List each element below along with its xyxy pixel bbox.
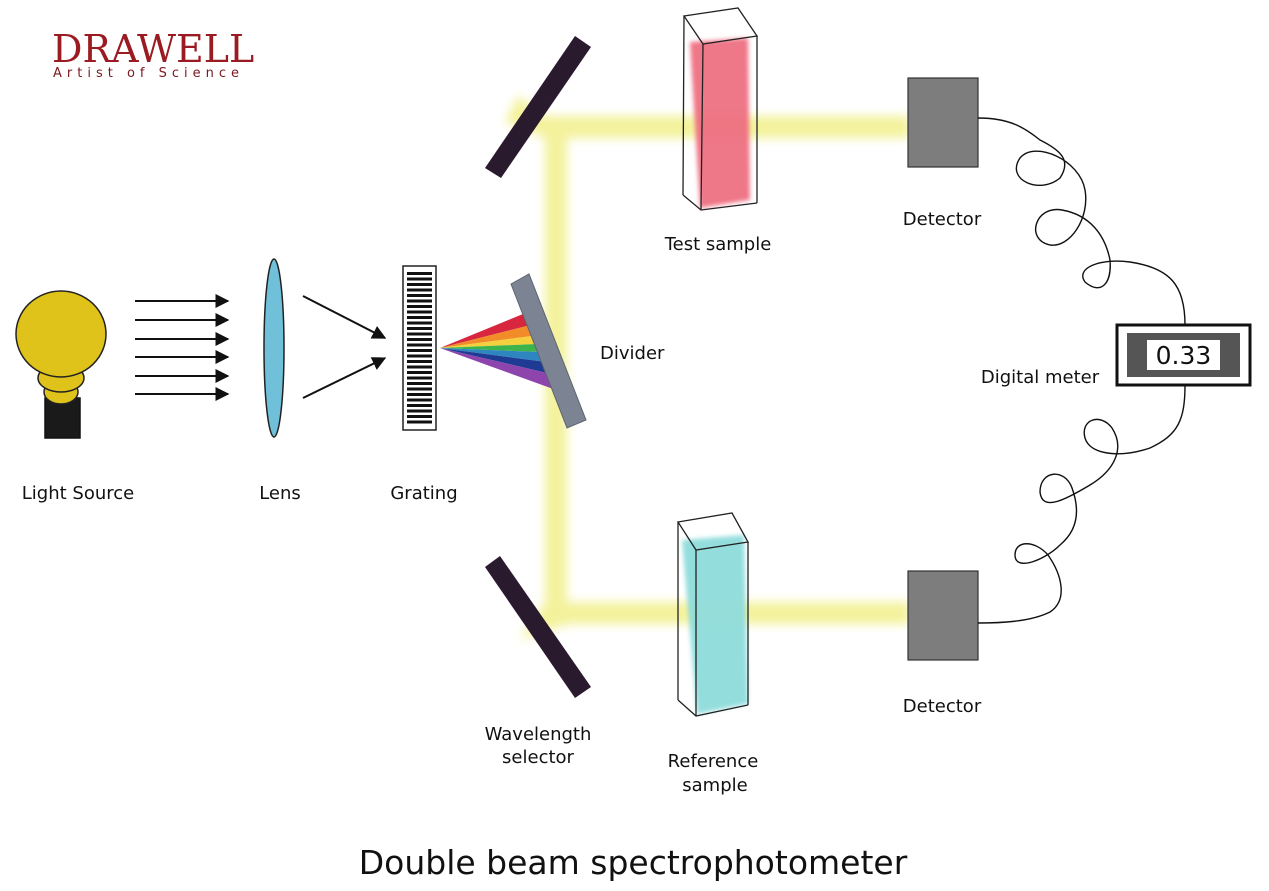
wavelength-selector-label-line2: selector (502, 747, 574, 768)
top-detector-icon (907, 77, 979, 168)
light-bulb-icon (15, 290, 107, 439)
grating-slit (407, 409, 432, 413)
divider-icon (510, 273, 587, 429)
grating-slit (407, 420, 432, 424)
grating-slit (407, 327, 432, 330)
reference-sample-label-line2: sample (682, 775, 747, 796)
spectrum-band (440, 326, 532, 348)
logo-name: DRAWELL (52, 27, 254, 71)
test-sample-label: Test sample (664, 234, 772, 255)
grating-slit (407, 371, 432, 374)
light-rays (135, 294, 230, 401)
grating-slit (407, 299, 432, 303)
reference-sample-cuvette (676, 512, 750, 717)
grating-slit (407, 387, 432, 391)
lens-icon (263, 258, 285, 438)
bottom-wire (977, 384, 1186, 624)
spectrum-band (440, 348, 556, 390)
top-wire (977, 117, 1186, 326)
light-source-label: Light Source (22, 483, 134, 504)
wavelength-selector-mirror-icon (485, 556, 591, 698)
grating-slit (407, 272, 432, 275)
grating-slit (407, 310, 432, 314)
grating-slit (407, 294, 432, 297)
spectrum-band (440, 314, 527, 348)
grating-slit (407, 305, 432, 308)
digital-meter-label: Digital meter (981, 367, 1100, 388)
test-sample-cuvette (682, 7, 759, 211)
digital-meter: 0.33 (1115, 323, 1252, 387)
lens-label: Lens (259, 483, 301, 504)
grating-slit (407, 283, 432, 286)
top-detector-label: Detector (903, 209, 982, 230)
grating-slit (407, 382, 432, 385)
divider-label: Divider (600, 343, 665, 364)
top-mirror-icon (485, 36, 591, 178)
grating-label: Grating (390, 483, 457, 504)
drawell-logo: DRAWELL Artist of Science (52, 27, 254, 81)
reference-sample-label-line1: Reference (668, 751, 759, 772)
grating-slit (407, 360, 432, 363)
grating-slit (407, 354, 432, 358)
grating-slit (407, 321, 432, 325)
logo-tagline: Artist of Science (53, 66, 244, 81)
grating-slit (407, 415, 432, 418)
grating-slit (407, 338, 432, 341)
meter-display (1147, 340, 1220, 370)
grating-slit (407, 376, 432, 380)
grating-slit (407, 343, 432, 347)
bottom-detector-icon (907, 570, 979, 661)
grating-slit (407, 288, 432, 292)
grating-slit (407, 349, 432, 352)
meter-reading: 0.33 (1156, 341, 1212, 370)
grating-slit (407, 404, 432, 407)
grating-slit (407, 393, 432, 396)
diagram-title: Double beam spectrophotometer (359, 843, 908, 882)
bottom-detector-label: Detector (903, 696, 982, 717)
grating-icon (402, 265, 437, 431)
grating-slit (407, 332, 432, 336)
grating-slit (407, 277, 432, 281)
grating-slit (407, 365, 432, 369)
wavelength-selector-label-line1: Wavelength (485, 724, 592, 745)
spectrum-fan (440, 314, 556, 390)
grating-slit (407, 398, 432, 402)
spectrum-band (440, 344, 541, 352)
grating-slit (407, 316, 432, 319)
converging-rays (302, 295, 387, 399)
